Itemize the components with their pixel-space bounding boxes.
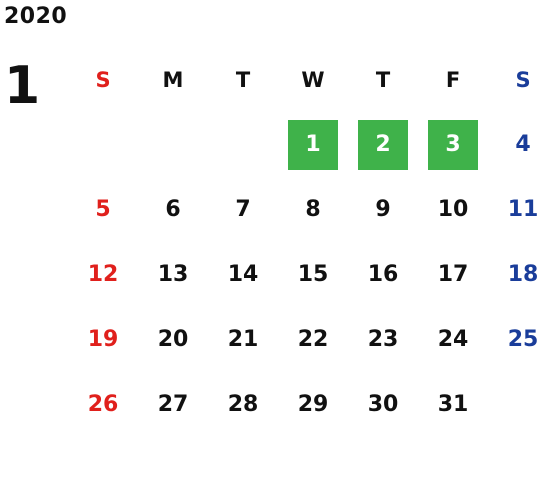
year-label: 2020 bbox=[4, 4, 68, 29]
weekday-friday: F bbox=[445, 68, 461, 92]
day-cell: 14 bbox=[227, 262, 259, 287]
day-cell: 9 bbox=[375, 197, 391, 222]
day-cell: 20 bbox=[157, 327, 189, 352]
day-cell: 21 bbox=[227, 327, 259, 352]
weekday-saturday: S bbox=[515, 68, 531, 92]
day-cell: 24 bbox=[437, 327, 469, 352]
day-cell: 7 bbox=[235, 197, 251, 222]
weekday-tuesday: T bbox=[235, 68, 251, 92]
day-cell: 18 bbox=[507, 262, 539, 287]
day-cell: 19 bbox=[87, 327, 119, 352]
day-cell: 8 bbox=[305, 197, 321, 222]
weekday-sunday: S bbox=[95, 68, 111, 92]
day-cell: 11 bbox=[507, 197, 539, 222]
day-cell: 26 bbox=[87, 392, 119, 417]
day-cell: 4 bbox=[515, 132, 531, 157]
day-cell-highlighted: 3 bbox=[418, 112, 488, 177]
day-cell: 29 bbox=[297, 392, 329, 417]
day-cell bbox=[138, 112, 208, 177]
day-cell bbox=[488, 372, 548, 437]
day-highlight: 2 bbox=[358, 119, 408, 170]
day-cell: 13 bbox=[157, 262, 189, 287]
day-cell: 30 bbox=[367, 392, 399, 417]
month-label: 1 bbox=[4, 56, 41, 116]
day-highlight: 3 bbox=[428, 119, 478, 170]
day-cell bbox=[68, 112, 138, 177]
day-cell bbox=[208, 112, 278, 177]
day-cell-highlighted: 2 bbox=[348, 112, 418, 177]
day-cell: 17 bbox=[437, 262, 469, 287]
day-cell-highlighted: 1 bbox=[278, 112, 348, 177]
day-cell: 28 bbox=[227, 392, 259, 417]
day-cell: 23 bbox=[367, 327, 399, 352]
weekday-monday: M bbox=[162, 68, 184, 92]
day-cell: 15 bbox=[297, 262, 329, 287]
day-cell: 22 bbox=[297, 327, 329, 352]
day-cell: 27 bbox=[157, 392, 189, 417]
day-cell: 31 bbox=[437, 392, 469, 417]
day-cell: 12 bbox=[87, 262, 119, 287]
day-cell: 5 bbox=[95, 197, 111, 222]
day-cell: 16 bbox=[367, 262, 399, 287]
day-cell: 25 bbox=[507, 327, 539, 352]
weekday-thursday: T bbox=[375, 68, 391, 92]
day-highlight: 1 bbox=[288, 119, 338, 170]
day-cell: 10 bbox=[437, 197, 469, 222]
calendar-grid: S M T W T F S 1 2 3 4 5 6 7 8 9 10 11 12… bbox=[68, 48, 548, 437]
weekday-wednesday: W bbox=[301, 68, 325, 92]
day-cell: 6 bbox=[165, 197, 181, 222]
